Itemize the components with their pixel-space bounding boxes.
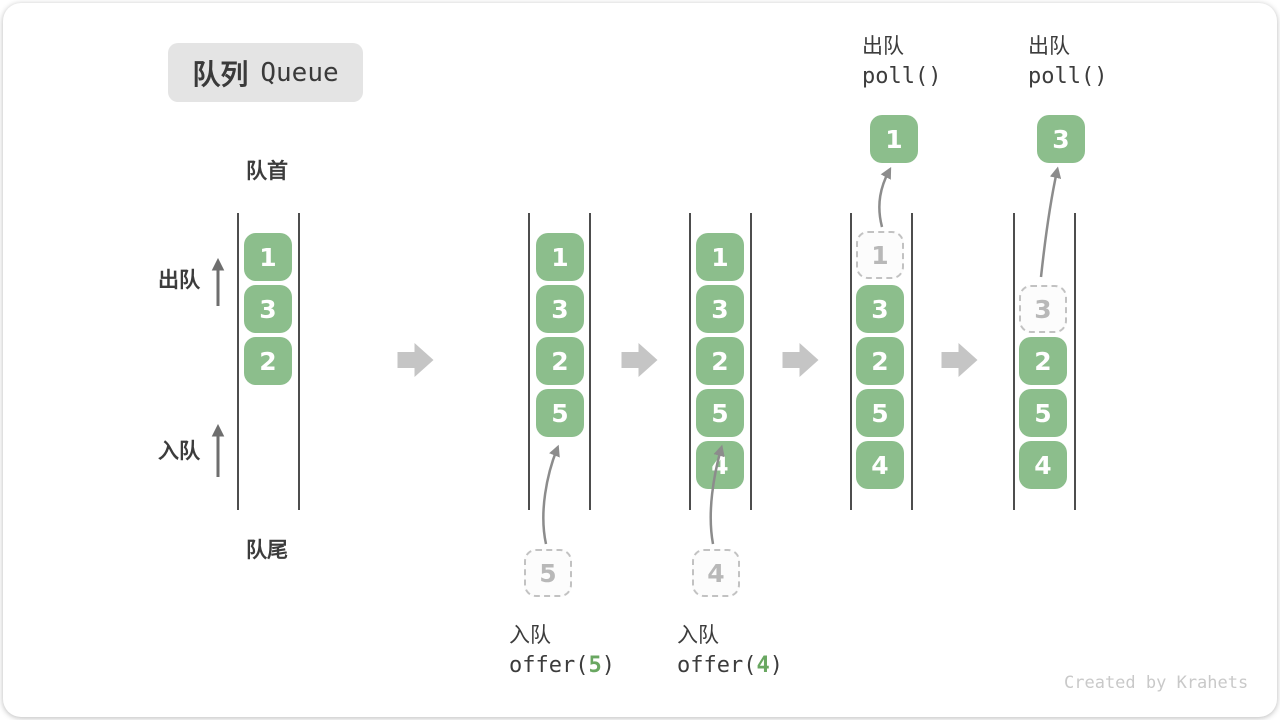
queue-cell-removed: 3 — [1019, 285, 1067, 333]
container-wall — [689, 213, 691, 510]
queue-cell: 1 — [536, 233, 584, 281]
code-fn: offer( — [677, 653, 757, 678]
polled-value-box: 3 — [1037, 115, 1085, 163]
enqueue-op-label: 入队 — [509, 624, 551, 647]
queue-cell: 5 — [856, 389, 904, 437]
queue-cell: 3 — [536, 285, 584, 333]
container-wall — [850, 213, 852, 510]
enqueue-op-code: offer(4) — [677, 653, 783, 678]
dequeue-op-code: poll() — [1028, 64, 1108, 89]
dequeue-op-label: 出队 — [862, 35, 904, 58]
container-wall — [528, 213, 530, 510]
queue-front-label: 队首 — [246, 160, 288, 183]
queue-cell: 1 — [696, 233, 744, 281]
side-dequeue-label: 出队 — [158, 269, 200, 292]
queue-cell: 2 — [244, 337, 292, 385]
queue-cell: 5 — [696, 389, 744, 437]
dequeue-op-code: poll() — [862, 64, 942, 89]
queue-cell: 2 — [1019, 337, 1067, 385]
queue-cell: 3 — [696, 285, 744, 333]
queue-cell-pending: 4 — [692, 549, 740, 597]
title-badge: 队列 Queue — [168, 43, 363, 102]
queue-cell: 2 — [856, 337, 904, 385]
polled-value-box: 1 — [870, 115, 918, 163]
code-fn: offer( — [509, 653, 589, 678]
queue-cell-removed: 1 — [856, 231, 904, 279]
queue-cell: 2 — [696, 337, 744, 385]
enqueue-op-code: offer(5) — [509, 653, 615, 678]
title-en: Queue — [260, 57, 339, 88]
code-arg: 4 — [756, 653, 770, 678]
queue-cell: 3 — [244, 285, 292, 333]
queue-cell: 5 — [536, 389, 584, 437]
queue-cell: 3 — [856, 285, 904, 333]
diagram-card — [3, 3, 1277, 717]
container-wall — [911, 213, 913, 510]
enqueue-op-label: 入队 — [677, 624, 719, 647]
queue-rear-label: 队尾 — [246, 539, 288, 562]
watermark: Created by Krahets — [1064, 673, 1249, 693]
container-wall — [589, 213, 591, 510]
queue-cell: 1 — [244, 233, 292, 281]
container-wall — [1013, 213, 1015, 510]
title-zh: 队列 — [192, 58, 249, 90]
queue-cell: 5 — [1019, 389, 1067, 437]
container-wall — [298, 213, 300, 510]
code-close: ) — [601, 653, 615, 678]
code-arg: 5 — [588, 653, 602, 678]
container-wall — [237, 213, 239, 510]
container-wall — [1074, 213, 1076, 510]
queue-cell: 4 — [1019, 441, 1067, 489]
queue-cell-pending: 5 — [524, 549, 572, 597]
queue-cell: 2 — [536, 337, 584, 385]
queue-cell: 4 — [696, 441, 744, 489]
container-wall — [750, 213, 752, 510]
side-enqueue-label: 入队 — [158, 440, 200, 463]
dequeue-op-label: 出队 — [1028, 35, 1070, 58]
code-close: ) — [769, 653, 783, 678]
queue-cell: 4 — [856, 441, 904, 489]
